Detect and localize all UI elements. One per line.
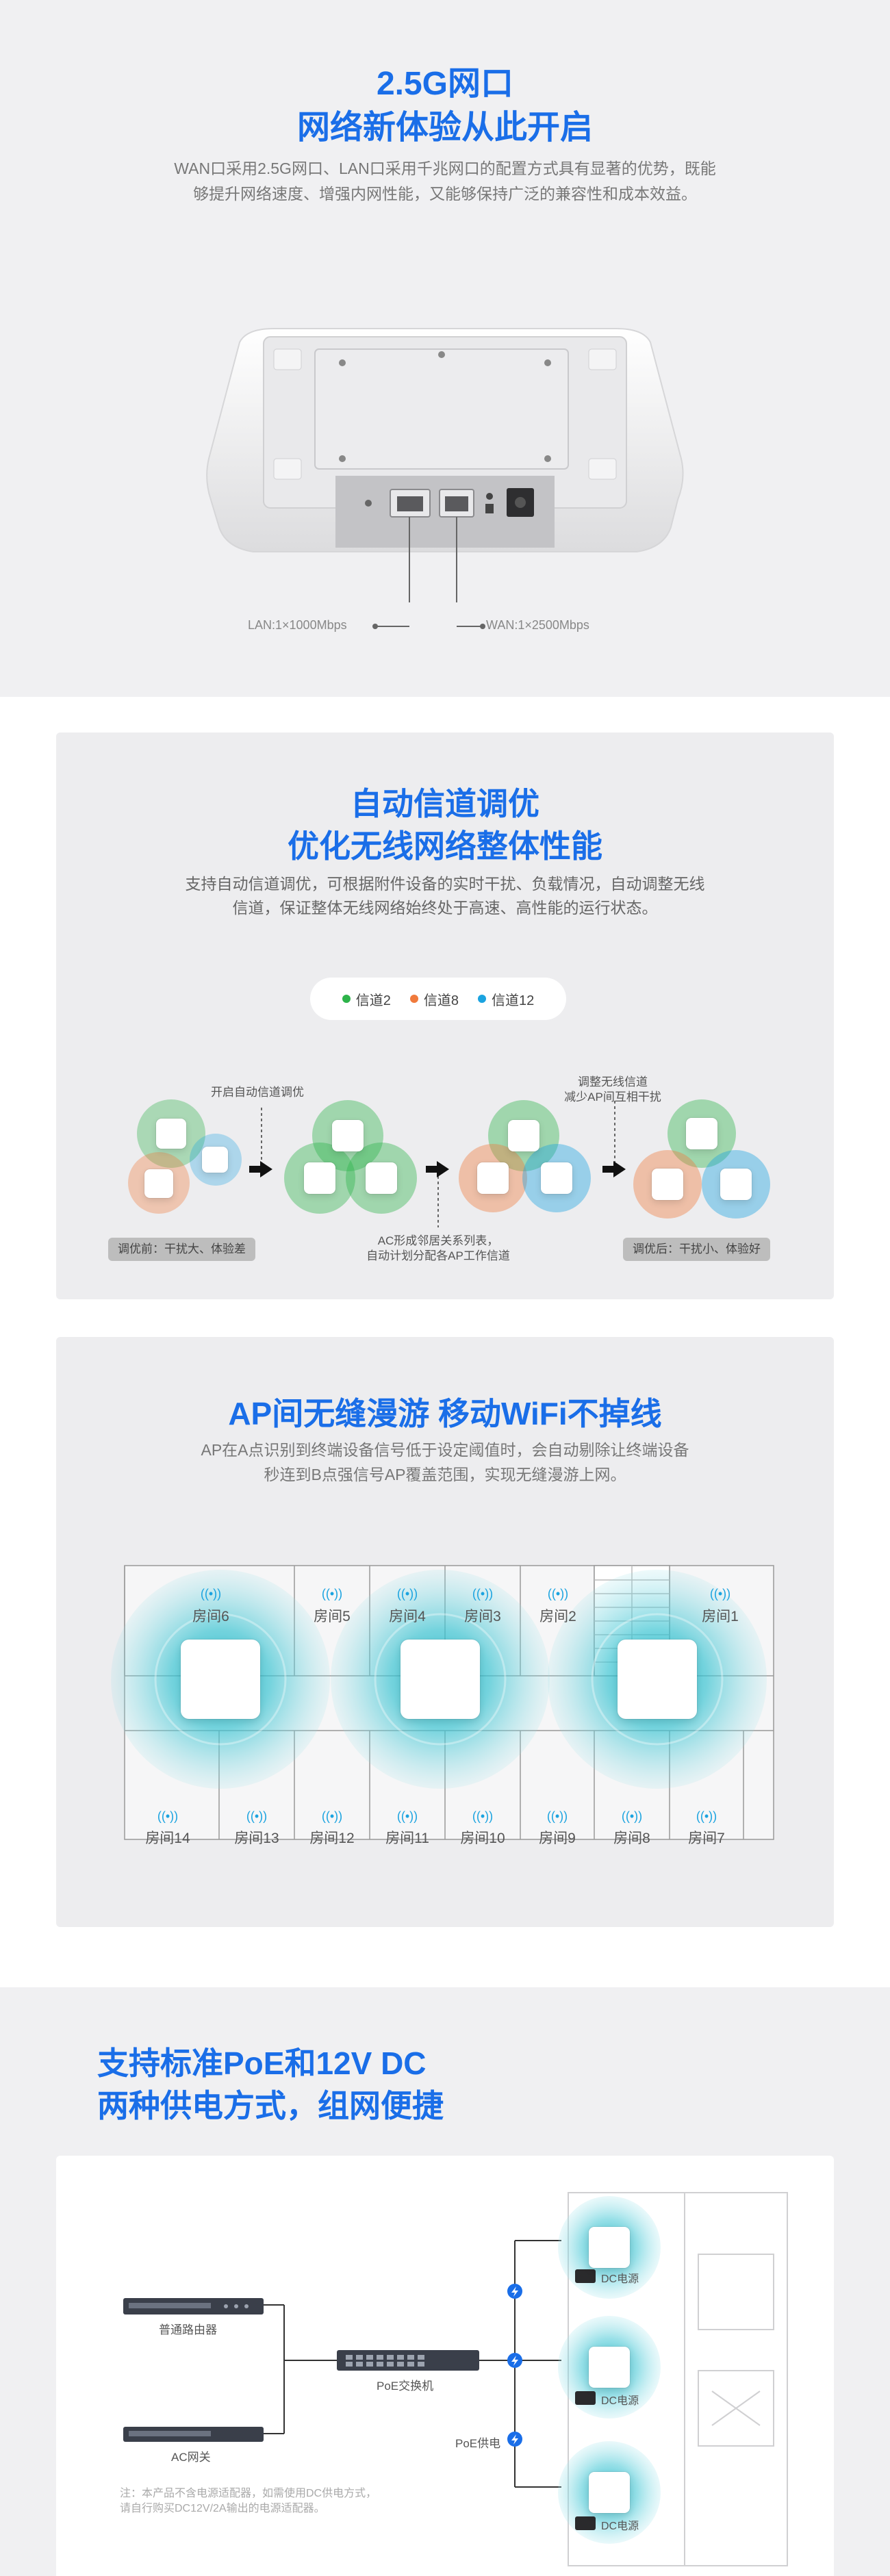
ap-unit: [156, 1119, 186, 1149]
section1-title-line2: 网络新体验从此开启: [296, 110, 593, 146]
ap-unit: [508, 1120, 539, 1151]
port-callout-lines: [372, 624, 485, 629]
ap-unit: [144, 1169, 173, 1198]
section2-desc-line2: 信道，保证整体无线网络始终处于高速、高性能的运行状态。: [232, 899, 658, 917]
wifi-icon: ((•)): [546, 1809, 568, 1823]
after-tuning-pill: 调优后：干扰小、体验好: [623, 1238, 770, 1261]
section-seamless-roaming: AP间无缝漫游 移动WiFi不掉线 AP在A点识别到终端设备信号低于设定阈值时，…: [0, 1337, 890, 1987]
ap-unit: [589, 2347, 630, 2388]
step2-label-line1: AC形成邻居关系列表，: [377, 1234, 499, 1247]
wifi-icon: ((•)): [200, 1587, 222, 1601]
channel-legend: 信道2 信道8 信道12: [310, 978, 566, 1020]
dc-power-label: DC电源: [601, 2521, 639, 2532]
section-poe-dc-power: 支持标准PoE和12V DC 两种供电方式，组网便捷: [0, 1987, 890, 2576]
legend-item-channel12: 信道12: [478, 989, 534, 1009]
ap-unit: [541, 1162, 572, 1194]
section4-title-line2: 两种供电方式，组网便捷: [97, 2088, 444, 2124]
wifi-icon: ((•)): [547, 1587, 569, 1601]
wifi-icon: ((•)): [157, 1809, 179, 1823]
room-label: 房间13: [234, 1831, 279, 1846]
dc-power-label: DC电源: [601, 2395, 639, 2407]
wifi-icon: ((•)): [396, 1809, 418, 1823]
section4-title-line1: 支持标准PoE和12V DC: [97, 2045, 427, 2081]
ap-unit: [366, 1162, 397, 1194]
section3-title: AP间无缝漫游 移动WiFi不掉线: [228, 1396, 662, 1431]
section1-desc-line1: WAN口采用2.5G网口、LAN口采用千兆网口的配置方式具有显著的优势，既能: [174, 160, 716, 177]
ap-unit: [332, 1120, 364, 1151]
dc-power-label: DC电源: [601, 2273, 639, 2285]
wifi-icon: ((•)): [321, 1809, 343, 1823]
ap-unit: [202, 1147, 228, 1173]
room-label: 房间12: [309, 1831, 355, 1846]
ap-unit: [304, 1162, 335, 1194]
before-tuning-pill: 调优前：干扰大、体验差: [108, 1238, 255, 1261]
wifi-icon: ((•)): [709, 1587, 731, 1601]
ap-unit: [589, 2227, 630, 2268]
section2-title-line2: 优化无线网络整体性能: [288, 828, 602, 864]
ap-unit-a: [181, 1640, 260, 1719]
poe-power-label: PoE供电: [455, 2437, 501, 2450]
wan-port-label: WAN:1×2500Mbps: [486, 618, 589, 632]
ap-unit: [686, 1118, 717, 1149]
arrow-right-icon: [602, 1161, 626, 1177]
wifi-icon: ((•)): [246, 1809, 268, 1823]
legend-dot-cyan: [478, 995, 486, 1003]
router-label: 普通路由器: [159, 2323, 217, 2336]
power-note-line1: 注：本产品不含电源适配器，如需使用DC供电方式，: [120, 2488, 377, 2499]
section-auto-channel: 自动信道调优 优化无线网络整体性能 支持自动信道调优，可根据附件设备的实时干扰、…: [0, 697, 890, 1337]
wifi-icon: ((•)): [321, 1587, 343, 1601]
section3-desc-line2: 秒连到B点强信号AP覆盖范围，实现无缝漫游上网。: [264, 1466, 626, 1483]
wifi-icon: ((•)): [472, 1809, 494, 1823]
legend-dot-green: [342, 995, 351, 1003]
section2-desc-line1: 支持自动信道调优，可根据附件设备的实时干扰、负载情况，自动调整无线: [185, 875, 705, 893]
power-note-line2: 请自行购买DC12V/2A输出的电源适配器。: [120, 2503, 325, 2514]
room-label: 房间4: [389, 1609, 426, 1624]
ap-unit-b: [400, 1640, 480, 1719]
legend-item-channel2: 信道2: [342, 989, 391, 1009]
arrow-right-icon: [249, 1161, 272, 1177]
ap-unit-c: [618, 1640, 697, 1719]
room-label: 房间5: [314, 1609, 351, 1624]
room-label: 房间3: [464, 1609, 501, 1624]
wifi-icon: ((•)): [472, 1587, 494, 1601]
room-label: 房间6: [192, 1609, 229, 1624]
legend-dot-orange: [409, 995, 418, 1003]
step1-label: 开启自动信道调优: [211, 1086, 304, 1099]
room-label: 房间10: [460, 1831, 505, 1846]
legend-item-channel8: 信道8: [409, 989, 459, 1009]
ac-gateway-label: AC网关: [171, 2451, 211, 2464]
ap-unit: [477, 1162, 509, 1194]
room-label: 房间8: [613, 1831, 650, 1846]
wifi-icon: ((•)): [696, 1809, 717, 1823]
ap-device-rear-illustration: [206, 328, 684, 602]
ap-unit: [652, 1169, 683, 1200]
section1-title-line1: 2.5G网口: [376, 66, 514, 102]
section2-title-line1: 自动信道调优: [351, 786, 539, 821]
arrow-right-icon: [426, 1161, 449, 1177]
wifi-icon: ((•)): [621, 1809, 643, 1823]
room-label: 房间1: [702, 1609, 739, 1624]
step3-label-line2: 减少AP间互相干扰: [564, 1091, 661, 1104]
ap-unit: [589, 2472, 630, 2513]
ap-unit: [720, 1169, 752, 1200]
room-label: 房间7: [688, 1831, 725, 1846]
section1-desc-line2: 够提升网络速度、增强内网性能，又能够保持广泛的兼容性和成本效益。: [193, 185, 697, 203]
poe-switch-label: PoE交换机: [377, 2380, 434, 2393]
step2-label-line2: 自动计划分配各AP工作信道: [366, 1249, 510, 1262]
step3-label-line1: 调整无线信道: [578, 1075, 648, 1088]
room-label: 房间14: [145, 1831, 190, 1846]
room-label: 房间2: [539, 1609, 576, 1624]
room-label: 房间11: [385, 1831, 429, 1846]
section3-desc-line1: AP在A点识别到终端设备信号低于设定阈值时，会自动剔除让终端设备: [201, 1441, 689, 1459]
lan-port-label: LAN:1×1000Mbps: [248, 618, 347, 632]
section-2-5g-port: 2.5G网口 网络新体验从此开启 WAN口采用2.5G网口、LAN口采用千兆网口…: [0, 0, 890, 697]
room-label: 房间9: [539, 1831, 576, 1846]
wifi-icon: ((•)): [396, 1587, 418, 1601]
